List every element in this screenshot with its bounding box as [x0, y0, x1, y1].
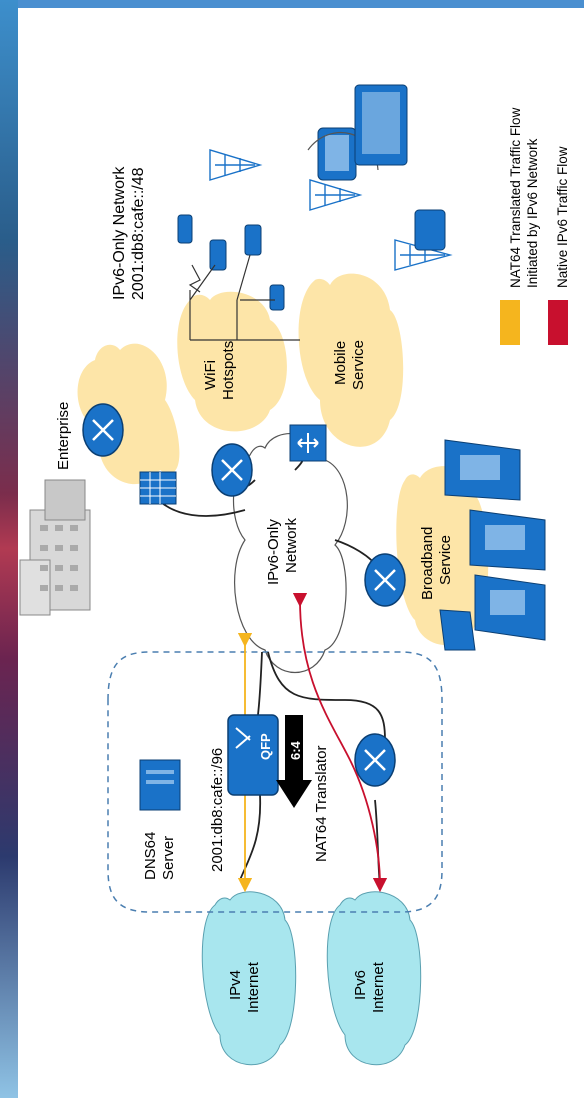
wifi-access-point-icon [177, 214, 285, 311]
wifi-hotspots-label-line2: Hotspots [220, 341, 237, 400]
mobile-service-label-line2: Service [350, 340, 367, 390]
mobile-service-label-line1: Mobile [332, 341, 349, 385]
broadband-service-cloud [396, 466, 489, 646]
qfp-label: QFP [258, 733, 273, 760]
broadband-service-label-line1: Broadband [419, 527, 436, 600]
legend-native-label: Native IPv6 Traffic Flow [555, 146, 570, 288]
legend-nat64-label-line2: Initiated by IPv6 Network [525, 138, 540, 288]
mobile-switch-icon [289, 424, 327, 462]
nat64-qfp-device [227, 714, 279, 796]
ipv6-only-network-title: IPv6-Only Network [111, 166, 128, 300]
translator-region [107, 651, 443, 913]
nat64-prefix-label: 2001:db8:cafe::/96 [209, 748, 226, 872]
enterprise-router-icon [81, 402, 125, 458]
ipv6-only-network-prefix: 2001:db8:cafe::/48 [130, 167, 147, 300]
ipv4-internet-label-line1: IPv4 [227, 970, 244, 1000]
arrow-ratio-label: 6:4 [288, 740, 303, 760]
side-accent-bar [0, 0, 18, 1098]
wifi-antenna-lines [188, 254, 300, 341]
broadband-router-icon [363, 552, 407, 608]
ipv6-internet-label-line1: IPv6 [352, 970, 369, 1000]
wifi-hotspots-label-line1: WiFi [202, 360, 219, 390]
enterprise-label: Enterprise [55, 402, 72, 470]
dns64-server-label-line2: Server [160, 836, 177, 880]
ipv6-internet-label-line2: Internet [370, 961, 387, 1013]
legend-native-swatch [548, 300, 568, 345]
enterprise-building-icon [19, 479, 91, 616]
translation-arrow-icon [276, 715, 312, 808]
mobile-device-icon [307, 84, 446, 251]
legend-nat64-label-line1: NAT64 Translated Traffic Flow [508, 107, 523, 288]
wifi-hotspots-cloud [177, 291, 287, 432]
dns64-server-label-line1: DNS64 [142, 832, 159, 880]
broadband-service-label-line2: Service [437, 535, 454, 585]
core-network-label-line1: IPv6-Only [265, 519, 282, 585]
legend-nat64-swatch [500, 300, 520, 345]
top-accent-bar [0, 0, 584, 8]
core-network-label-line2: Network [283, 517, 300, 573]
ipv6-internet-cloud [326, 891, 422, 1066]
mobile-service-cloud [298, 273, 404, 447]
ipv4-internet-label-line2: Internet [245, 961, 262, 1013]
firewall-icon [139, 471, 177, 505]
ipv6-edge-router-icon [353, 732, 397, 788]
wifi-router-icon [210, 442, 254, 498]
nat64-translator-label: NAT64 Translator [313, 746, 330, 862]
broadband-device-screens [460, 455, 525, 615]
native-ipv6-flow-line [292, 592, 388, 893]
ipv4-internet-cloud [201, 891, 297, 1066]
dns64-server-icon [139, 759, 181, 811]
